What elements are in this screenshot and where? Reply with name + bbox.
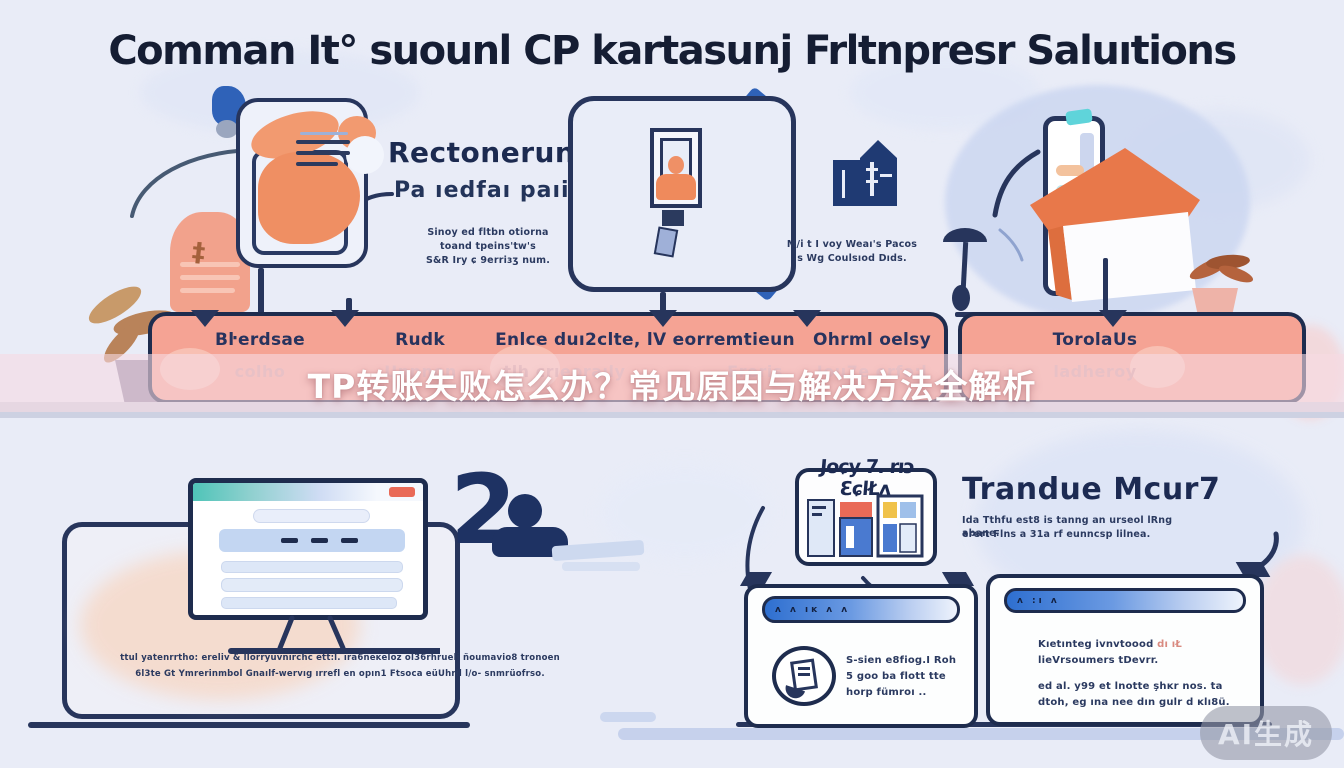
bubble2-para2-line: dtoh, eg ına nee dın gulr d ĸlı8ü. bbox=[1038, 697, 1230, 708]
password-dash bbox=[281, 538, 298, 543]
list-line bbox=[296, 140, 350, 144]
band-item-label: Bŀerdsae bbox=[214, 330, 306, 350]
content-bar bbox=[221, 578, 403, 592]
monitor-caption-line: ttul yatenrrtho: ereliv & llorryuvnırchc… bbox=[120, 653, 560, 663]
search-pill bbox=[253, 509, 370, 523]
bubble1-line: S-sien e8fiog.I Roh bbox=[846, 655, 957, 666]
password-dash bbox=[341, 538, 358, 543]
bubble1-line: 5 goo ba flott tte bbox=[846, 671, 946, 682]
building-icon bbox=[833, 140, 897, 206]
rocket-badge-icon bbox=[772, 646, 836, 706]
ground-line bbox=[28, 722, 470, 728]
ai-watermark-label: AI生成 bbox=[1217, 718, 1315, 751]
right-caption-line: erert Flns a 31a rf eunncsp lilnea. bbox=[962, 529, 1151, 540]
band-item-label: Ohrml oelsy bbox=[813, 330, 931, 350]
list-line bbox=[296, 162, 338, 166]
step1-caption-line: S&R Iry ɕ 9erriɜʒ num. bbox=[425, 255, 551, 266]
panel1-corner-shadow bbox=[216, 120, 238, 138]
monitor-stand bbox=[228, 615, 440, 654]
band-notch bbox=[191, 310, 219, 327]
monitor-caption-line: 6l3te Gt Ymrerinmbol Gnaılf-wervıg ırref… bbox=[135, 669, 545, 679]
monitor-illustration bbox=[188, 478, 428, 620]
band-notch bbox=[649, 310, 677, 327]
step1-caption-line: toand tpeins'tw's bbox=[440, 241, 536, 252]
step2-caption-line: s Wg Coulsıod Dıds. bbox=[797, 253, 907, 264]
bottom-right-heading: Trandue Mcur7 bbox=[962, 472, 1221, 507]
lamp-icon bbox=[943, 228, 987, 317]
browser-top-bar bbox=[193, 483, 423, 501]
bubble2-para1-line: lieVrsoumers tDevrr. bbox=[1038, 655, 1159, 666]
person-body bbox=[656, 174, 696, 200]
right-caption-line: Ida Tthfu est8 is tanng an urseol lRng a… bbox=[962, 515, 1173, 539]
list-line bbox=[300, 132, 348, 135]
ai-watermark-badge: AI生成 bbox=[1200, 706, 1332, 760]
content-bar bbox=[221, 561, 403, 573]
band-notch bbox=[793, 310, 821, 327]
ground-shadow bbox=[618, 728, 1344, 740]
connector-stub bbox=[1103, 258, 1108, 316]
step1-caption-line: Sinoy ed fltbn otiorna bbox=[427, 227, 549, 238]
storefront-icon bbox=[807, 494, 924, 558]
house-icon bbox=[1030, 148, 1200, 302]
bubble-flag-curl bbox=[1257, 531, 1279, 569]
door-step bbox=[662, 210, 684, 226]
page-title: Comman It° suounl CP kartasunj Frltnpres… bbox=[108, 28, 1237, 74]
laptop-shape bbox=[562, 562, 640, 571]
content-bar bbox=[221, 597, 397, 609]
step2-caption-line: M/i t I voy Weaı's Pacos bbox=[786, 239, 918, 250]
bubble1-bar: ʌ ʌ ıĸ ʌ ʌ bbox=[762, 596, 960, 623]
password-dash bbox=[311, 538, 328, 543]
bubble2-bar: ʌ :ı ʌ bbox=[1004, 588, 1246, 613]
figure-illustration bbox=[258, 152, 360, 244]
close-button-shape bbox=[389, 487, 415, 497]
connector-stub bbox=[346, 298, 352, 316]
band-notch bbox=[331, 310, 359, 327]
ground-shadow bbox=[600, 712, 656, 722]
band-item-label: Enlce duı2clte, lV eorremtieun bbox=[495, 330, 795, 350]
connector-stub bbox=[660, 292, 666, 316]
person-head bbox=[668, 156, 684, 174]
connector-stub bbox=[258, 268, 264, 316]
step1-subheading: Pa ıedfaı paıill bbox=[394, 178, 587, 203]
headline-text: TP转账失败怎么办？常见原因与解决方法全解析 bbox=[307, 367, 1037, 406]
bubble2-para2-line: ed al. y99 et lnotte şhĸr nos. ta bbox=[1038, 681, 1223, 692]
headline-overlay-band bbox=[0, 354, 1344, 412]
potted-plant-icon bbox=[1189, 254, 1254, 316]
bubble2-text: Kıetınteg ivnvtoood bbox=[1038, 639, 1158, 650]
band-item-label: TorolaUs bbox=[1052, 330, 1138, 350]
person-bust-icon bbox=[508, 494, 542, 528]
decorative-curve bbox=[130, 148, 254, 218]
bubble1-line: horp fümroı .. bbox=[846, 687, 927, 698]
band-item-label: Rudk bbox=[395, 330, 445, 350]
band-notch bbox=[1099, 310, 1127, 327]
bubble2-para1-line: Kıetınteg ivnvtoood dı ıŁ bbox=[1038, 638, 1248, 651]
list-line bbox=[296, 151, 350, 155]
step1-heading: Rectonerun bbox=[388, 136, 576, 169]
bubble2-accent-text: dı ıŁ bbox=[1157, 639, 1183, 650]
figure-hand-circle bbox=[346, 136, 384, 174]
